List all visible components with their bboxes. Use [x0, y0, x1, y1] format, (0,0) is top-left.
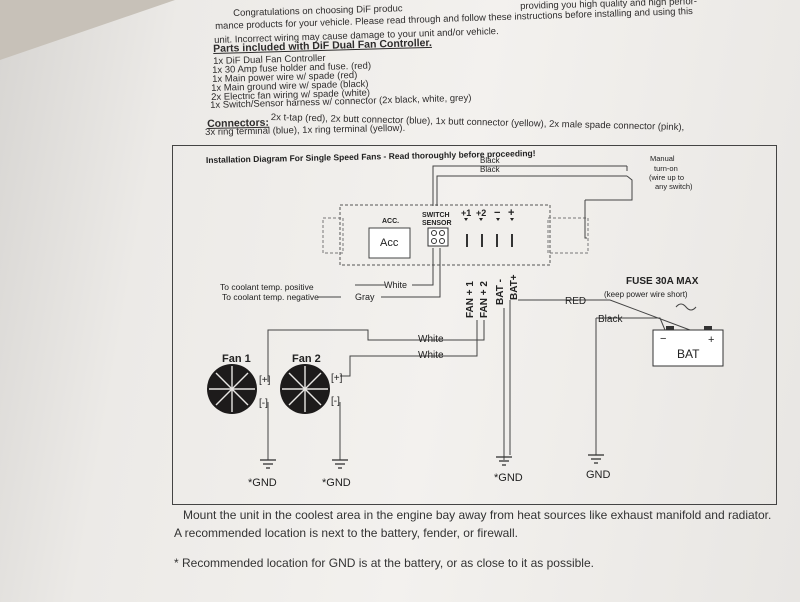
gray-sensor-wire-label: Gray [355, 292, 375, 302]
fan1-ground-label: *GND [248, 477, 277, 489]
white-sensor-wire-label: White [384, 280, 407, 290]
coolant-negative-label: To coolant temp. negative [222, 292, 319, 302]
fan1-minus-terminal: [-] [259, 398, 268, 409]
fan1-output-label: FAN + 1 [465, 281, 476, 318]
wiring-diagram-frame [172, 145, 777, 505]
footer-line-2: A recommended location is next to the ba… [174, 526, 518, 540]
black-wire-1-label: Black [480, 156, 501, 165]
fan1-icon [207, 364, 257, 414]
fan2-ground-label: *GND [322, 477, 351, 489]
coolant-positive-label: To coolant temp. positive [220, 282, 314, 292]
terminal-plus: + [508, 207, 514, 219]
battery [652, 329, 724, 367]
sensor-header: SENSOR [422, 220, 452, 227]
terminal-plus1: +1 [461, 208, 471, 218]
controller-right-tab [547, 217, 589, 254]
fuse-note: (keep power wire short) [604, 290, 688, 299]
acc-terminal [368, 227, 411, 259]
footer-line-1: Mount the unit in the coolest area in th… [183, 508, 772, 522]
fan2-output-label: FAN + 2 [479, 281, 490, 318]
acc-label: Acc [380, 237, 399, 249]
switch-sensor-connector [427, 227, 449, 247]
terminal-plus2: +2 [476, 208, 486, 218]
battery-ground-label: GND [586, 469, 611, 481]
switch-header: SWITCH [422, 212, 450, 219]
controller-left-tab [322, 217, 344, 254]
white-fan-wire-2: White [418, 350, 444, 361]
battery-plus-symbol: + [708, 334, 714, 346]
bat-plus-label: BAT+ [509, 274, 520, 300]
bat-minus-label: BAT - [495, 279, 506, 305]
black-ground-wire-label: Black [598, 314, 623, 325]
battery-minus-symbol: − [660, 333, 666, 345]
battery-label: BAT [677, 347, 700, 361]
fuse-label: FUSE 30A MAX [626, 276, 699, 287]
fan1-plus-terminal: [+] [259, 375, 271, 386]
manual-label: Manual [650, 154, 675, 163]
manual-label: any switch) [655, 182, 693, 191]
controller-ground-label: *GND [494, 472, 523, 484]
fan2-plus-terminal: [+] [331, 373, 343, 384]
manual-label: turn-on [654, 164, 678, 173]
spade-terminals [466, 234, 513, 247]
fan2-label: Fan 2 [292, 353, 321, 365]
ground-symbols [260, 454, 604, 469]
fan2-icon [280, 364, 330, 414]
fan1-label: Fan 1 [222, 353, 251, 365]
manual-label: (wire up to [649, 173, 684, 182]
fan2-minus-terminal: [-] [331, 396, 340, 407]
fuse-symbol [675, 303, 697, 311]
white-fan-wire-1: White [418, 334, 444, 345]
terminal-minus: − [494, 207, 500, 219]
red-wire-label: RED [565, 296, 586, 307]
acc-header: ACC. [382, 218, 399, 225]
black-wire-2-label: Black [480, 165, 501, 174]
footer-line-3: * Recommended location for GND is at the… [174, 556, 594, 570]
